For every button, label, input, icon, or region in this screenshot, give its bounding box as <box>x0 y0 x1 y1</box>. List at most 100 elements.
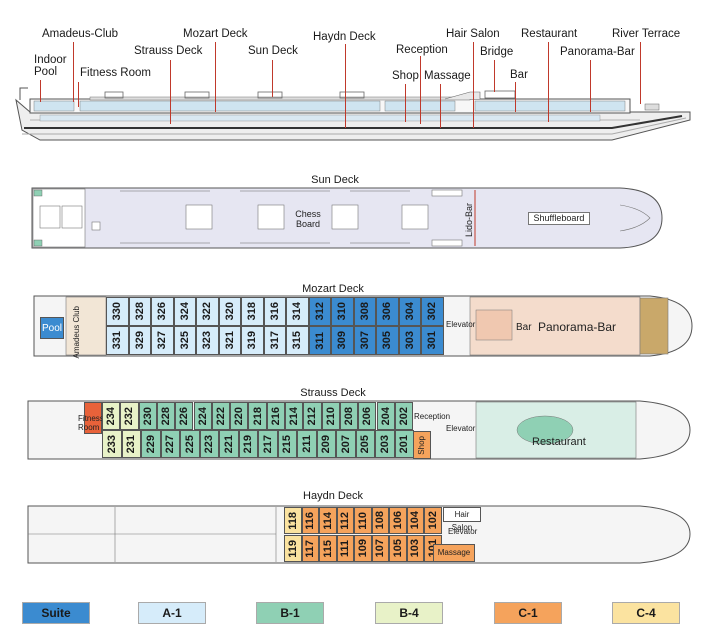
cabin-325: 325 <box>173 326 196 355</box>
cabin-307: 307 <box>353 326 376 355</box>
pin-mozart-deck <box>215 42 216 112</box>
label-panorama-bar: Panorama-Bar <box>560 46 635 58</box>
pin-panorama-bar <box>590 60 591 112</box>
cabin-323: 323 <box>196 326 219 355</box>
cabin-312: 312 <box>308 297 331 326</box>
cabin-320: 320 <box>218 297 241 326</box>
cabin-225: 225 <box>180 430 200 458</box>
pin-bridge <box>494 60 495 92</box>
cabin-118: 118 <box>284 507 302 534</box>
label-river-terrace: River Terrace <box>612 28 681 40</box>
cabin-229: 229 <box>141 430 161 458</box>
cabin-318: 318 <box>241 297 264 326</box>
legend-c-4: C-4 <box>612 602 680 624</box>
label-shop: Shop <box>392 70 419 82</box>
cabin-212: 212 <box>303 402 322 430</box>
cabin-104: 104 <box>406 507 424 534</box>
cabin-205: 205 <box>355 430 375 458</box>
label-bar: Bar <box>510 69 528 81</box>
cabin-109: 109 <box>354 535 372 562</box>
legend-b-1: B-1 <box>256 602 324 624</box>
cabin-304: 304 <box>398 297 421 326</box>
cabin-111: 111 <box>336 535 354 562</box>
cabin-103: 103 <box>406 535 424 562</box>
cabin-233: 233 <box>102 430 122 458</box>
cabin-224: 224 <box>193 402 212 430</box>
cabin-327: 327 <box>151 326 174 355</box>
label-massage: Massage <box>424 70 471 82</box>
mozart-bar-label: Bar <box>516 322 532 333</box>
cabin-317: 317 <box>263 326 286 355</box>
cabin-206: 206 <box>358 402 377 430</box>
cabin-230: 230 <box>138 402 157 430</box>
legend-a-1: A-1 <box>138 602 206 624</box>
cabin-303: 303 <box>398 326 421 355</box>
cabin-309: 309 <box>331 326 354 355</box>
pin-hair-salon <box>473 42 474 128</box>
label-amadeus-club: Amadeus-Club <box>42 28 119 40</box>
pin-reception <box>420 56 421 124</box>
cabin-115: 115 <box>319 535 337 562</box>
chess-board-label: Chess Board <box>295 209 321 229</box>
cabin-117: 117 <box>301 535 319 562</box>
cabin-219: 219 <box>238 430 258 458</box>
hair-salon: Hair Salon <box>443 507 481 532</box>
cabin-311: 311 <box>308 326 331 355</box>
cabin-227: 227 <box>160 430 180 458</box>
cabin-216: 216 <box>266 402 285 430</box>
cabin-324: 324 <box>173 297 196 326</box>
haydn-deck-title: Haydn Deck <box>303 490 363 502</box>
cabin-210: 210 <box>321 402 340 430</box>
pin-massage <box>440 84 441 128</box>
pin-amadeus-club <box>73 42 74 102</box>
label-indoor-pool: Indoor Pool <box>34 54 67 79</box>
cabin-220: 220 <box>230 402 249 430</box>
cabin-119: 119 <box>284 535 302 562</box>
shop <box>413 431 431 459</box>
haydn-deck-outline <box>27 505 691 564</box>
cabin-108: 108 <box>371 507 389 534</box>
cabin-217: 217 <box>258 430 278 458</box>
label-mozart-deck: Mozart Deck <box>183 28 248 40</box>
label-strauss-deck: Strauss Deck <box>134 45 203 57</box>
cabin-319: 319 <box>241 326 264 355</box>
massage: Massage <box>433 544 475 562</box>
cabin-314: 314 <box>286 297 309 326</box>
mozart-deck-title: Mozart Deck <box>302 283 364 295</box>
strauss-deck-title: Strauss Deck <box>300 387 366 399</box>
cabin-306: 306 <box>376 297 399 326</box>
elevator-label: Elevator <box>446 320 476 329</box>
cabin-305: 305 <box>376 326 399 355</box>
cabin-207: 207 <box>336 430 356 458</box>
pin-bar <box>515 82 516 112</box>
cabin-102: 102 <box>424 507 442 534</box>
cabin-326: 326 <box>151 297 174 326</box>
cabin-328: 328 <box>128 297 151 326</box>
pin-sun-deck <box>272 60 273 97</box>
cabin-330: 330 <box>106 297 129 326</box>
shuffleboard: Shuffleboard <box>528 212 590 225</box>
label-haydn-deck: Haydn Deck <box>313 31 376 43</box>
mozart-panorama-bar-label: Panorama-Bar <box>538 320 617 334</box>
cabin-302: 302 <box>421 297 444 326</box>
cabin-209: 209 <box>316 430 336 458</box>
pool: Pool <box>40 317 64 339</box>
label-restaurant: Restaurant <box>521 28 578 40</box>
legend-c-1: C-1 <box>494 602 562 624</box>
pin-strauss-deck <box>170 60 171 124</box>
cabin-331: 331 <box>106 326 129 355</box>
fitness-room-label: Fitness Room <box>78 414 104 432</box>
cabin-203: 203 <box>375 430 395 458</box>
pin-restaurant <box>548 42 549 122</box>
strauss-elevator-label: Elevator <box>446 424 476 433</box>
cabin-114: 114 <box>319 507 337 534</box>
fitness-room <box>84 402 102 434</box>
label-hair-salon: Hair Salon <box>446 28 500 40</box>
cabin-107: 107 <box>371 535 389 562</box>
cabin-232: 232 <box>120 402 139 430</box>
cabin-208: 208 <box>339 402 359 430</box>
cabin-226: 226 <box>175 402 194 430</box>
haydn-elevator-label: Elevator <box>448 527 478 536</box>
cabin-322: 322 <box>196 297 219 326</box>
restaurant-label: Restaurant <box>532 436 586 448</box>
